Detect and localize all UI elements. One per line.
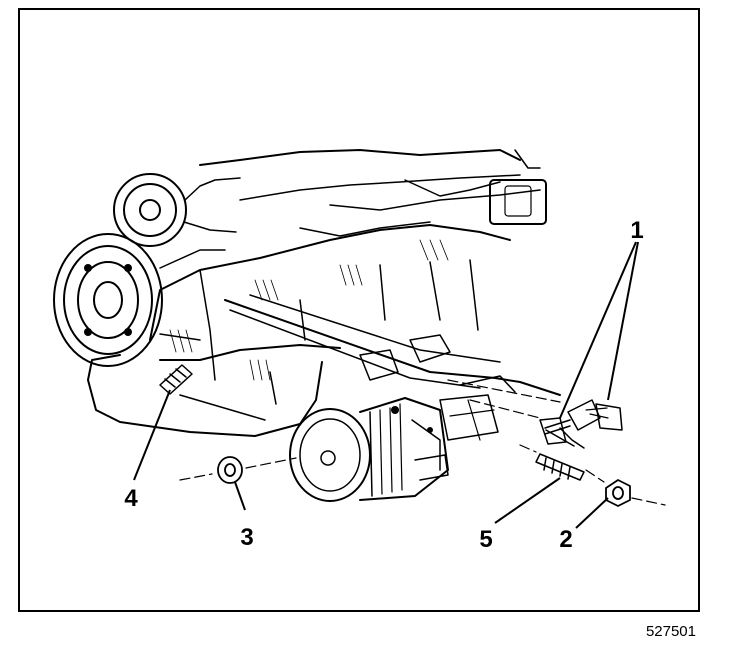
diagram-border xyxy=(18,8,700,612)
callout-4: 4 xyxy=(124,485,138,512)
leader-1b xyxy=(559,241,637,419)
leader-3 xyxy=(234,481,246,511)
callout-5: 5 xyxy=(479,526,492,553)
engine-assembly-illustration xyxy=(53,149,666,507)
leader-1a xyxy=(607,241,639,401)
leader-5 xyxy=(494,477,561,524)
callout-leaders xyxy=(133,241,639,529)
callout-2: 2 xyxy=(559,526,572,553)
callout-1: 1 xyxy=(630,217,643,244)
leader-4 xyxy=(133,389,171,481)
leader-2 xyxy=(575,497,609,529)
figure-id: 527501 xyxy=(646,623,696,640)
callout-3: 3 xyxy=(240,524,253,551)
